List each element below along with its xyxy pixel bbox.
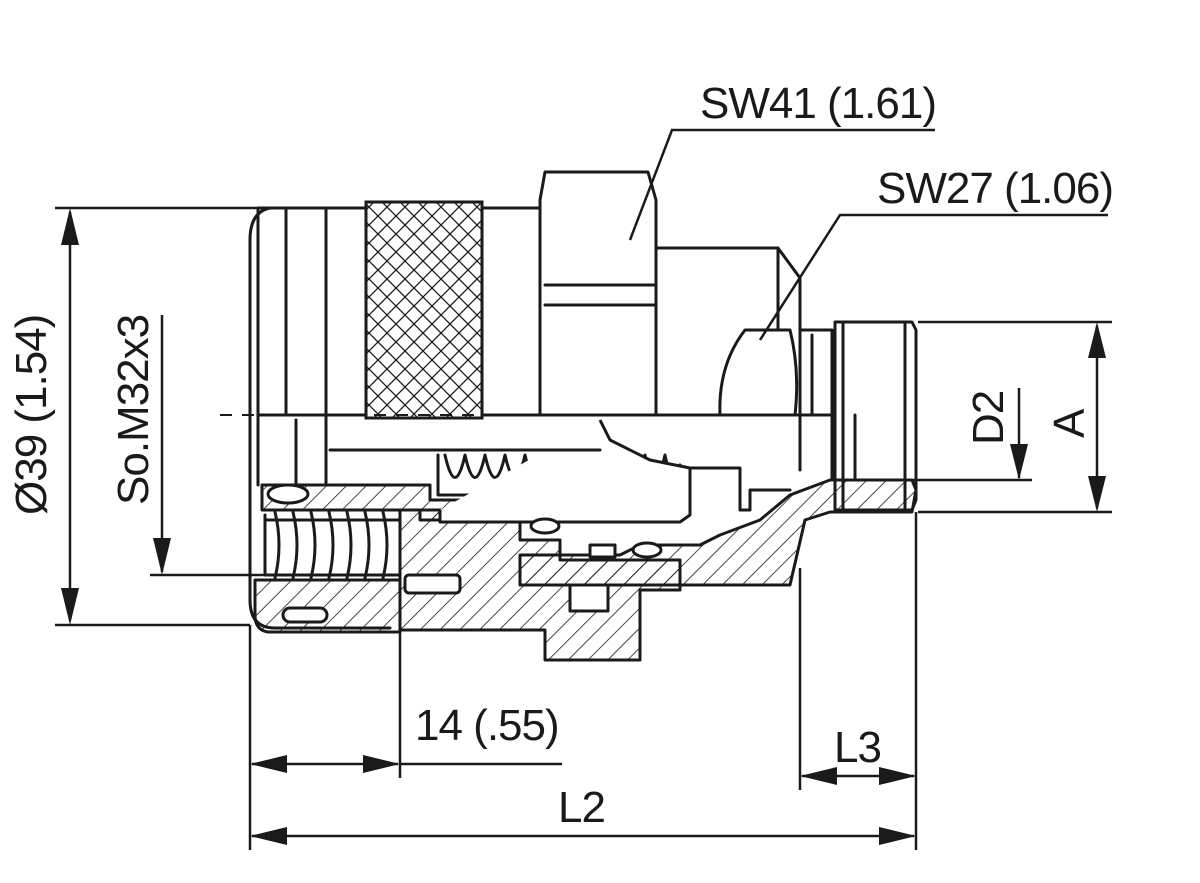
o-ring-1	[529, 517, 561, 535]
label-a: A	[1045, 408, 1094, 438]
seal-ring-lower	[281, 606, 329, 624]
valve-poppet	[438, 419, 692, 524]
coupling-body	[220, 170, 918, 662]
dimension-lines	[55, 206, 1112, 850]
lower-sleeve-section	[253, 578, 402, 634]
internal-thread	[263, 510, 389, 580]
label-thread: So.M32x3	[109, 315, 158, 505]
label-sw41: SW41 (1.61)	[700, 79, 936, 128]
groove	[798, 328, 834, 417]
label-diameter: Ø39 (1.54)	[7, 315, 56, 515]
o-ring-2	[631, 541, 663, 559]
label-14: 14 (.55)	[415, 701, 559, 750]
label-l2: L2	[558, 783, 605, 832]
label-l3: L3	[834, 723, 881, 772]
labels: SW41 (1.61) SW27 (1.06) Ø39 (1.54) So.M3…	[7, 79, 1114, 832]
label-d2: D2	[964, 391, 1013, 445]
seal-ring-upper	[266, 483, 310, 505]
label-sw27: SW27 (1.06)	[877, 164, 1113, 213]
leaders	[628, 128, 1108, 341]
hex-sw41	[538, 170, 658, 417]
